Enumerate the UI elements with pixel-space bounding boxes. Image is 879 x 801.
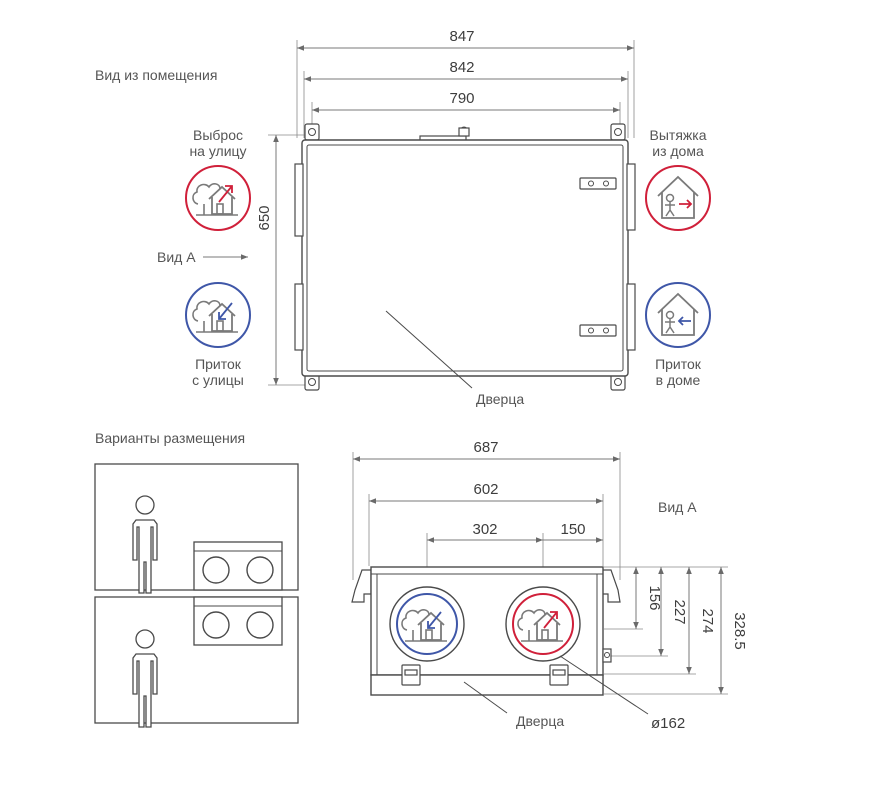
door-label-bottom: Дверца — [516, 713, 564, 729]
door-label-front: Дверца — [476, 391, 524, 407]
dim-328-5: 328.5 — [731, 612, 748, 650]
dim-150: 150 — [560, 521, 585, 538]
supply-in-label-2: с улицы — [192, 372, 244, 388]
supply-out-label-2: в доме — [656, 372, 701, 388]
view-a-marker-label: Вид А — [157, 249, 196, 265]
extract-in-label-1: Вытяжка — [650, 127, 707, 143]
dim-156: 156 — [646, 585, 663, 610]
dim-274: 274 — [699, 608, 716, 633]
supply-in-label-1: Приток — [195, 356, 242, 372]
extract-in-label-2: из дома — [652, 143, 704, 159]
supply-from-street-icon — [185, 282, 251, 348]
dim-diameter: ø162 — [651, 715, 685, 732]
view-a-supply-duct — [389, 586, 465, 662]
view-a-title: Вид А — [658, 499, 697, 515]
room-view-label: Вид из помещения — [95, 67, 217, 83]
dim-687: 687 — [473, 439, 498, 456]
placement-options-label: Варианты размещения — [95, 430, 245, 446]
duct-pair-icon — [193, 596, 283, 646]
dim-650: 650 — [256, 205, 273, 230]
extract-from-house-icon — [645, 165, 711, 231]
exhaust-out-label-2: на улицу — [189, 143, 246, 159]
exhaust-out-label-1: Выброс — [193, 127, 243, 143]
supply-into-house-icon — [645, 282, 711, 348]
dim-842: 842 — [449, 59, 474, 76]
dim-302: 302 — [472, 521, 497, 538]
supply-out-label-1: Приток — [655, 356, 702, 372]
placement-floor-box — [94, 596, 299, 728]
dim-847: 847 — [449, 28, 474, 45]
dim-227: 227 — [671, 599, 688, 624]
view-a-exhaust-duct — [505, 586, 581, 662]
door-leader-line — [385, 310, 473, 389]
dim-790: 790 — [449, 90, 474, 107]
placement-ceiling-box — [94, 463, 299, 594]
front-unit — [294, 123, 636, 391]
door-leader-line-bottom — [463, 681, 508, 714]
exhaust-to-street-icon — [185, 165, 251, 231]
duct-pair-icon — [193, 541, 283, 591]
diameter-leader-line — [559, 655, 649, 715]
dim-602: 602 — [473, 481, 498, 498]
front-dimension-lines — [268, 40, 635, 386]
